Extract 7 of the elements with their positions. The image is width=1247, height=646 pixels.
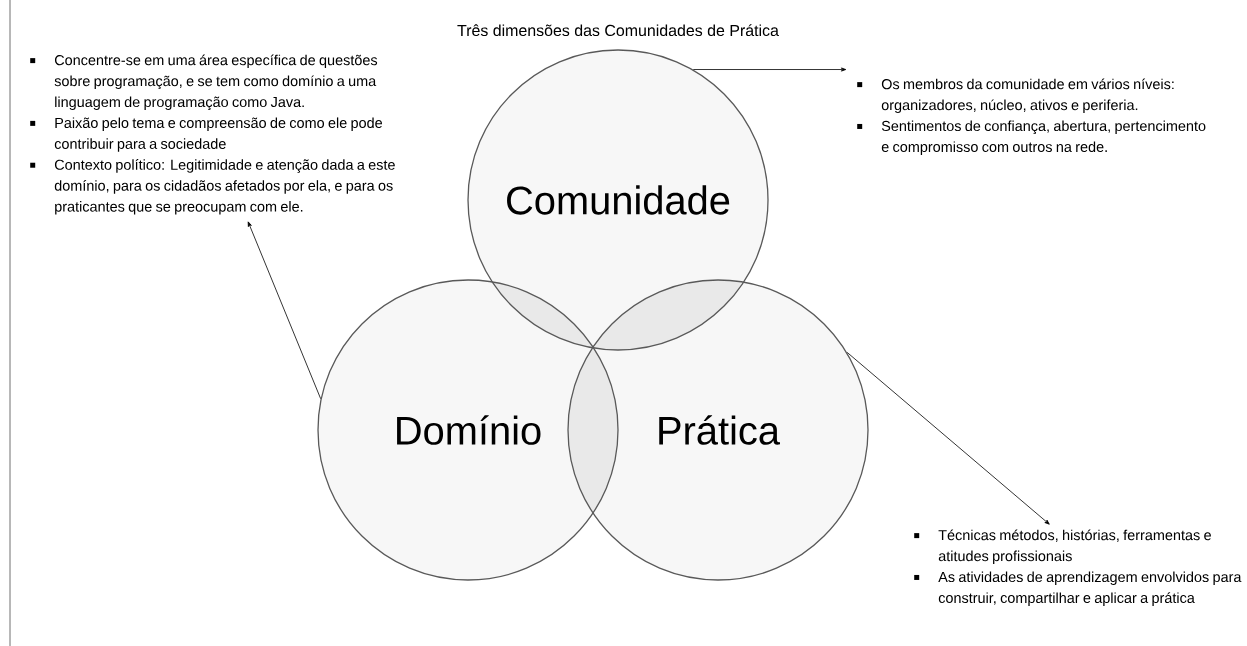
arrow bbox=[846, 352, 1050, 525]
bullet-list: Os membros da comunidade em vários níveis: organizadores, núcleo, ativos e periferia. Sentimentos de confiança, abertura, pertencimento e compromisso com outros na rede. bbox=[857, 78, 1206, 155]
title: Três dimensões das Comunidades de Prática bbox=[457, 24, 779, 37]
bullet-list: Técnicas métodos, histórias, ferramentas e atitudes profissionais As atividades de aprendizagem envolvidos para construir, compartilhar e aplicar a prática bbox=[914, 529, 1242, 606]
bullet-list: Concentre-se em uma área específica de questões sobre programação, e se tem como domínio a uma linguagem de programação como Java. Paixão pelo tema e compreensão de como ele pode contribuir para a sociedade Contexto político: Legitimidade e atenção dada a este domínio, para os cidadãos afetados por ela, e para os praticantes que se preocupam com ele. bbox=[30, 54, 395, 215]
arrow bbox=[692, 67, 847, 72]
arrow bbox=[247, 221, 322, 400]
